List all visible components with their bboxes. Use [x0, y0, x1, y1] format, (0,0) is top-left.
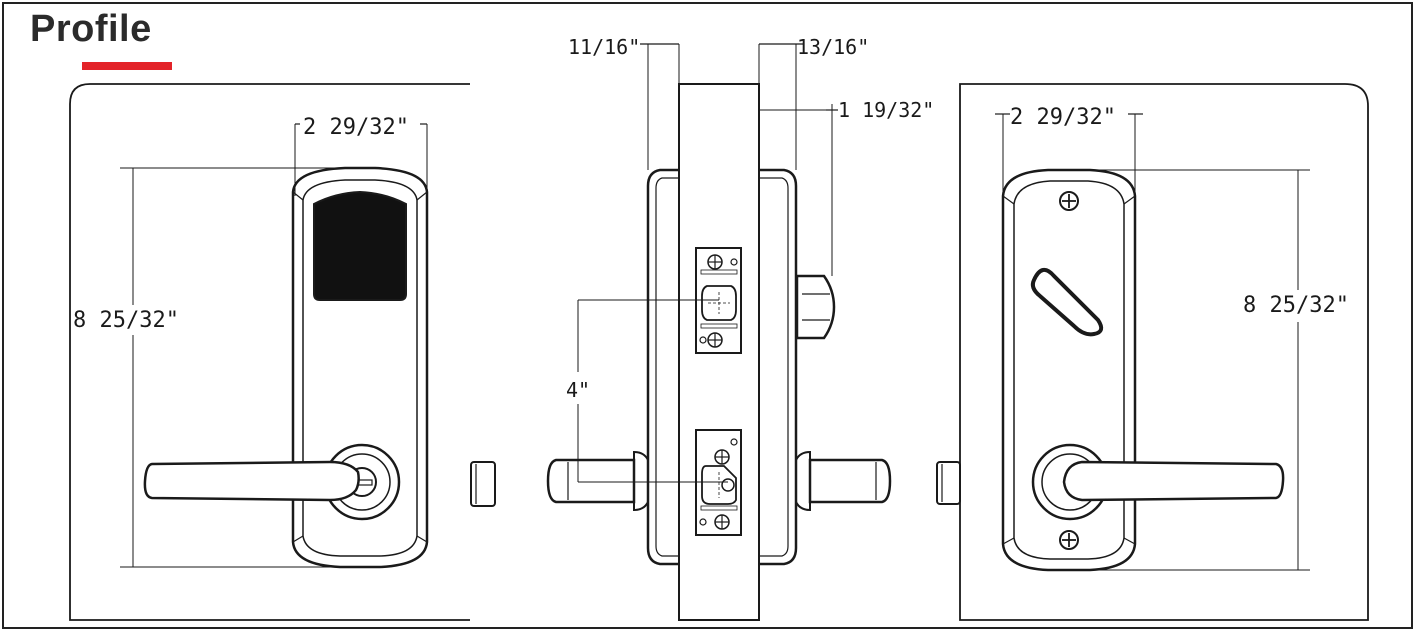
front-lever-handle: [143, 460, 360, 502]
side-left-lever: [546, 458, 636, 504]
side-spacing-dimension: 4": [566, 378, 590, 402]
side-left-offset-dimension: 11/16": [568, 35, 640, 59]
bottom-screw-icon: [1059, 530, 1079, 550]
side-left-trim: [646, 168, 679, 566]
door-slab: [678, 83, 760, 621]
back-panel-frame: [959, 83, 1369, 621]
side-right-lever: [808, 458, 892, 504]
side-right-trim: [759, 168, 798, 566]
back-latch-stub: [936, 461, 961, 505]
front-latch-stub: [470, 461, 496, 507]
front-view: [69, 83, 496, 621]
side-right-offset-dimension: 13/16": [797, 35, 869, 59]
back-width-dimension: 2 29/32": [1010, 105, 1116, 130]
title-underline: [82, 62, 172, 70]
back-height-dimension: 8 25/32": [1243, 293, 1349, 318]
page-title: Profile: [30, 8, 152, 50]
latch-center: [721, 478, 735, 492]
side-view: [546, 43, 892, 621]
side-thickness-dimension: 1 19/32": [838, 98, 934, 122]
thumbturn-knob: [795, 274, 836, 340]
top-screw-icon: [1059, 191, 1079, 211]
back-escutcheon-inner: [1013, 180, 1125, 560]
back-lever-handle: [1062, 460, 1285, 502]
card-reader: [313, 190, 407, 301]
front-panel-frame: [69, 83, 470, 621]
front-width-dimension: 2 29/32": [303, 115, 409, 140]
back-thumbturn: [1030, 268, 1104, 337]
back-view: [936, 83, 1369, 621]
front-height-dimension: 8 25/32": [73, 308, 179, 333]
